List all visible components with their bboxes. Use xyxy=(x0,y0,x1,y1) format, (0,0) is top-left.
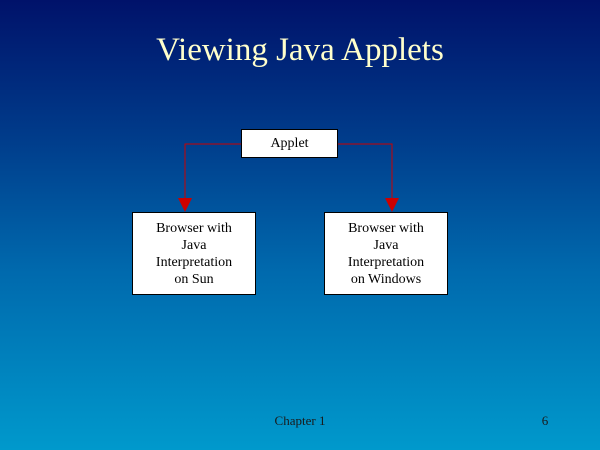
footer-page-number: 6 xyxy=(541,413,549,428)
footer-chapter: Chapter 1 xyxy=(274,413,326,428)
browser-windows-line-4: on Windows xyxy=(350,271,422,287)
browser-windows-line-2: Java xyxy=(373,237,399,253)
connector-to-sun xyxy=(184,143,241,202)
applet-box-label: Applet xyxy=(270,136,309,151)
connector-to-windows xyxy=(338,143,393,202)
browser-sun-line-3: Interpretation xyxy=(155,254,233,270)
browser-sun-line-1: Browser with xyxy=(156,220,232,236)
browser-windows-box: Browser with Java Interpretation on Wind… xyxy=(324,212,448,295)
browser-windows-line-3: Interpretation xyxy=(347,254,425,270)
browser-sun-line-2: Java xyxy=(181,237,207,253)
applet-box: Applet xyxy=(241,129,338,158)
arrowhead-sun xyxy=(178,198,192,212)
slide-title: Viewing Java Applets xyxy=(156,32,444,68)
browser-sun-line-4: on Sun xyxy=(174,271,214,287)
browser-windows-line-1: Browser with xyxy=(348,220,424,236)
browser-sun-box: Browser with Java Interpretation on Sun xyxy=(132,212,256,295)
arrowhead-windows xyxy=(385,198,399,212)
